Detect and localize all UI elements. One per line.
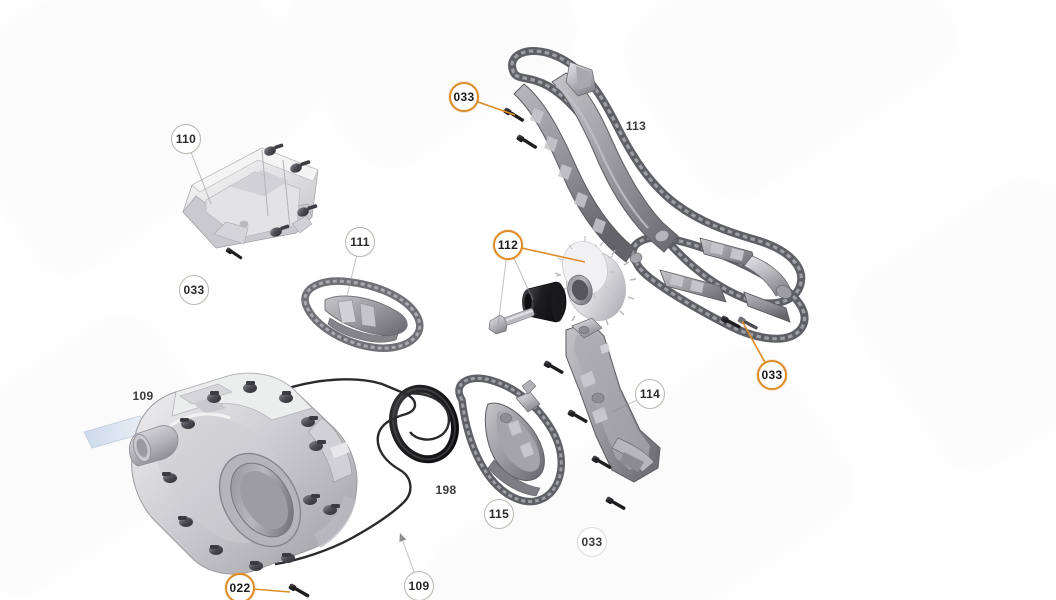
callout-033-highlighted[interactable]: 033 <box>757 360 787 390</box>
callout-label: 115 <box>488 507 510 521</box>
leader-arrowhead-109 <box>399 533 407 542</box>
part-111-short-chain-guide <box>301 277 424 352</box>
callout-022-highlighted[interactable]: 022 <box>225 573 255 600</box>
callout-label: 033 <box>183 283 205 297</box>
bolt-row-mid <box>543 360 626 510</box>
callout-label: 111 <box>350 235 370 249</box>
callout-109[interactable]: 109 <box>130 389 156 403</box>
callout-115[interactable]: 115 <box>484 499 514 529</box>
bolt-033-near-110 <box>225 247 243 260</box>
sprocket-bolt <box>488 308 535 335</box>
callout-label: 113 <box>625 119 647 133</box>
callout-label: 109 <box>408 579 430 593</box>
callout-label: 198 <box>435 483 457 497</box>
part-110-oil-pan-baffle-bracket <box>182 143 319 260</box>
callout-110[interactable]: 110 <box>171 124 201 154</box>
cover-studs <box>162 381 340 571</box>
bracket-studs <box>239 143 318 237</box>
bolt-033-top-b <box>516 134 538 149</box>
bolt-033-right-b <box>737 316 758 330</box>
part-114-long-chain-guide-rail <box>565 317 661 483</box>
callout-033-highlighted[interactable]: 033 <box>449 82 479 112</box>
callout-label: 033 <box>761 368 783 382</box>
part-115-lower-timing-chain <box>455 374 566 506</box>
callout-label: 110 <box>175 132 197 146</box>
callout-198[interactable]: 198 <box>433 483 459 497</box>
bolt-022 <box>288 583 310 598</box>
callout-label: 033 <box>581 535 603 549</box>
callout-113[interactable]: 113 <box>623 119 649 133</box>
callout-label: 033 <box>453 90 475 104</box>
part-113-upper-timing-chain <box>508 47 809 343</box>
callout-111[interactable]: 111 <box>345 227 375 257</box>
part-198-o-ring-seal <box>389 384 459 464</box>
part-109-engine-front-cover <box>83 372 451 575</box>
callout-label: 022 <box>229 581 251 595</box>
callout-114[interactable]: 114 <box>635 379 665 409</box>
sprocket <box>552 236 637 328</box>
bolt-033-right-a <box>720 315 741 329</box>
callout-label: 112 <box>497 238 519 252</box>
callout-label: 114 <box>639 387 661 401</box>
callout-033[interactable]: 033 <box>577 527 607 557</box>
callout-label: 109 <box>132 389 154 403</box>
callout-109[interactable]: 109 <box>404 571 434 600</box>
callout-033[interactable]: 033 <box>179 275 209 305</box>
callout-112-highlighted[interactable]: 112 <box>493 230 523 260</box>
